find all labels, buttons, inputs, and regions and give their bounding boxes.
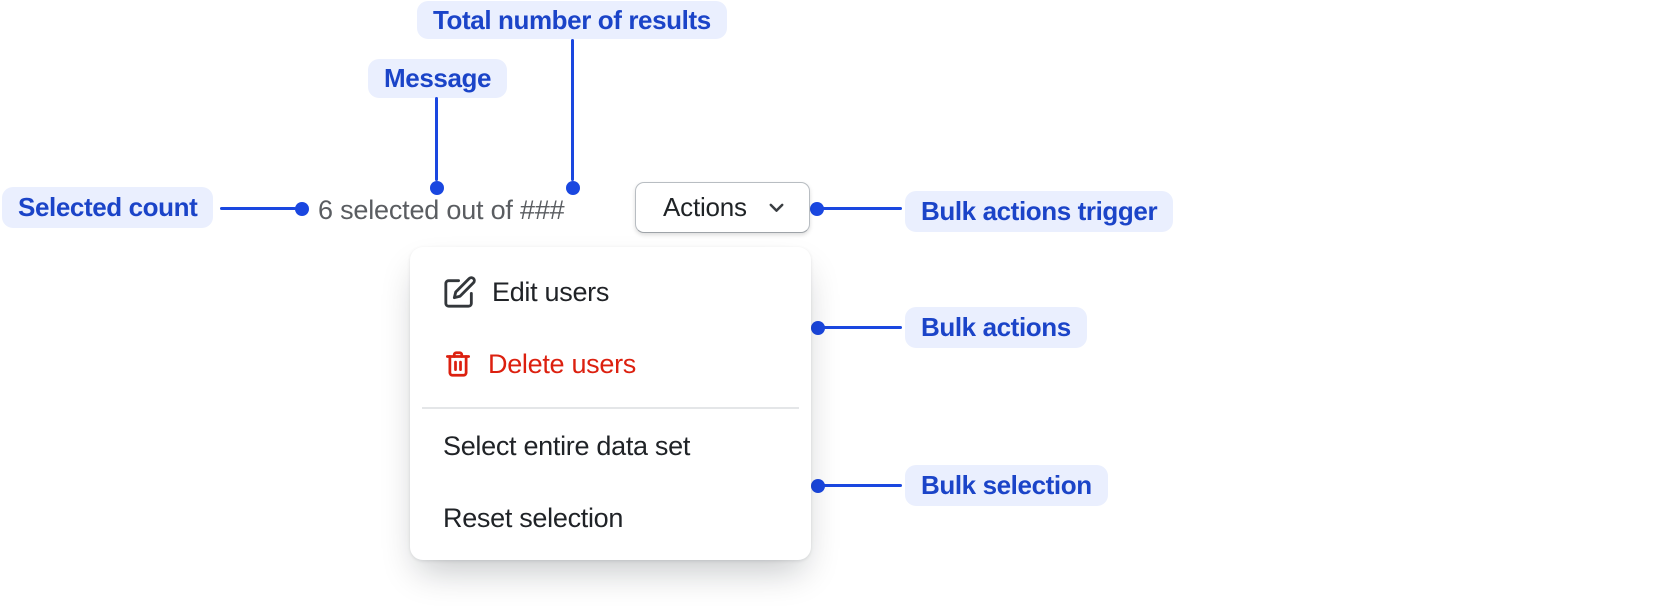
connector-dot-bulk-selection xyxy=(811,479,825,493)
menu-item-reset-selection[interactable]: Reset selection xyxy=(443,500,623,536)
menu-item-label: Delete users xyxy=(488,348,636,379)
annotation-label-bulk-selection: Bulk selection xyxy=(905,465,1108,506)
connector-line-message xyxy=(435,97,438,181)
menu-divider xyxy=(422,407,799,409)
menu-item-delete-users[interactable]: Delete users xyxy=(443,346,636,382)
connector-line-bulk-actions xyxy=(823,326,902,329)
bulk-actions-trigger-button[interactable]: Actions xyxy=(635,182,810,233)
connector-dot-bulk-actions xyxy=(811,321,825,335)
annotation-label-bulk-actions: Bulk actions xyxy=(905,307,1087,348)
trash-icon xyxy=(443,347,473,381)
annotation-label-total-results: Total number of results xyxy=(417,1,727,39)
connector-dot-bulk-actions-trigger xyxy=(810,202,824,216)
connector-dot-total-results xyxy=(566,181,580,195)
connector-line-selected-count xyxy=(220,207,296,210)
menu-item-edit-users[interactable]: Edit users xyxy=(443,274,609,310)
menu-item-label: Reset selection xyxy=(443,502,624,533)
connector-dot-selected-count xyxy=(295,202,309,216)
annotation-label-bulk-actions-trigger: Bulk actions trigger xyxy=(905,191,1174,232)
selection-count-message: 6 selected out of ### xyxy=(318,195,565,225)
annotation-label-message: Message xyxy=(368,59,508,98)
connector-dot-message xyxy=(430,181,444,195)
actions-button-label: Actions xyxy=(663,192,747,222)
edit-icon xyxy=(443,275,477,309)
menu-item-select-entire-data-set[interactable]: Select entire data set xyxy=(443,428,690,464)
menu-item-label: Select entire data set xyxy=(443,430,691,461)
connector-line-total-results xyxy=(571,39,574,181)
bulk-actions-popover xyxy=(410,247,811,560)
annotation-label-selected-count: Selected count xyxy=(2,187,214,228)
connector-line-bulk-actions-trigger xyxy=(822,207,902,210)
connector-line-bulk-selection xyxy=(823,484,902,487)
chevron-down-icon xyxy=(764,195,789,220)
menu-item-label: Edit users xyxy=(492,276,610,307)
